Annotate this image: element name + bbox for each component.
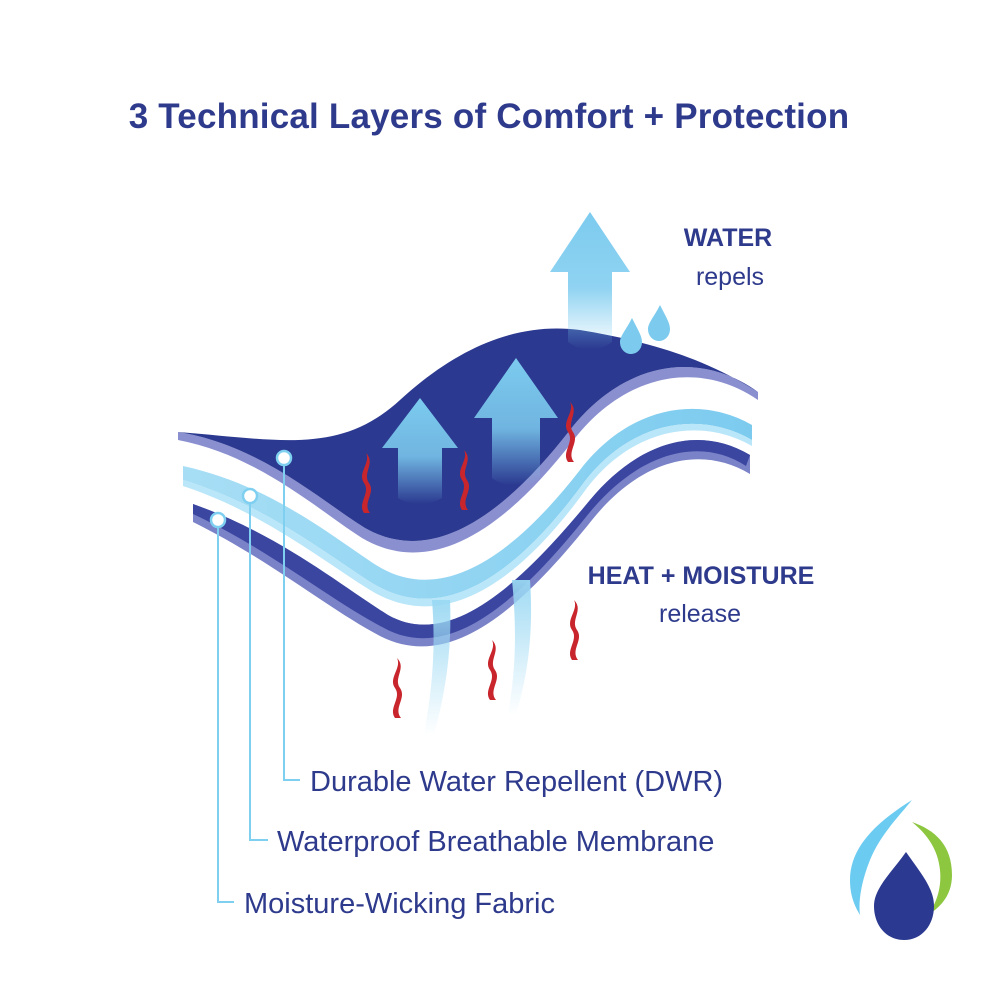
fabric-label: Moisture-Wicking Fabric <box>244 888 555 920</box>
arrow-up-icon <box>550 212 630 350</box>
dwr-marker <box>275 449 293 467</box>
membrane-leader-line <box>249 496 268 841</box>
dwr-leader-line <box>283 460 300 781</box>
page-title: 3 Technical Layers of Comfort + Protecti… <box>129 97 850 136</box>
moisture-streak <box>508 580 532 715</box>
fabric-marker <box>209 511 227 529</box>
arrow-up-icon <box>474 358 558 486</box>
heat-wave-icon <box>487 640 498 700</box>
arrow-up-icon <box>382 398 458 504</box>
dwr-label: Durable Water Repellent (DWR) <box>310 766 723 798</box>
moisture-streak <box>424 600 451 735</box>
membrane-label: Waterproof Breathable Membrane <box>277 826 714 858</box>
dwr-layer <box>178 328 758 553</box>
water-drop-icon <box>648 305 670 341</box>
water-subtext: repels <box>696 263 764 291</box>
membrane-layer <box>183 408 752 607</box>
heat-moisture-heading: HEAT + MOISTURE <box>588 562 815 590</box>
heat-moisture-subtext: release <box>659 600 741 628</box>
membrane-marker <box>241 487 259 505</box>
water-heading: WATER <box>684 224 772 252</box>
heat-wave-icon <box>392 658 403 718</box>
heat-wave-icon <box>569 600 580 660</box>
brand-logo-icon <box>850 800 952 940</box>
moisture-wicking-layer <box>193 440 750 647</box>
water-drop-icon <box>620 318 642 354</box>
fabric-leader-line <box>217 521 234 903</box>
